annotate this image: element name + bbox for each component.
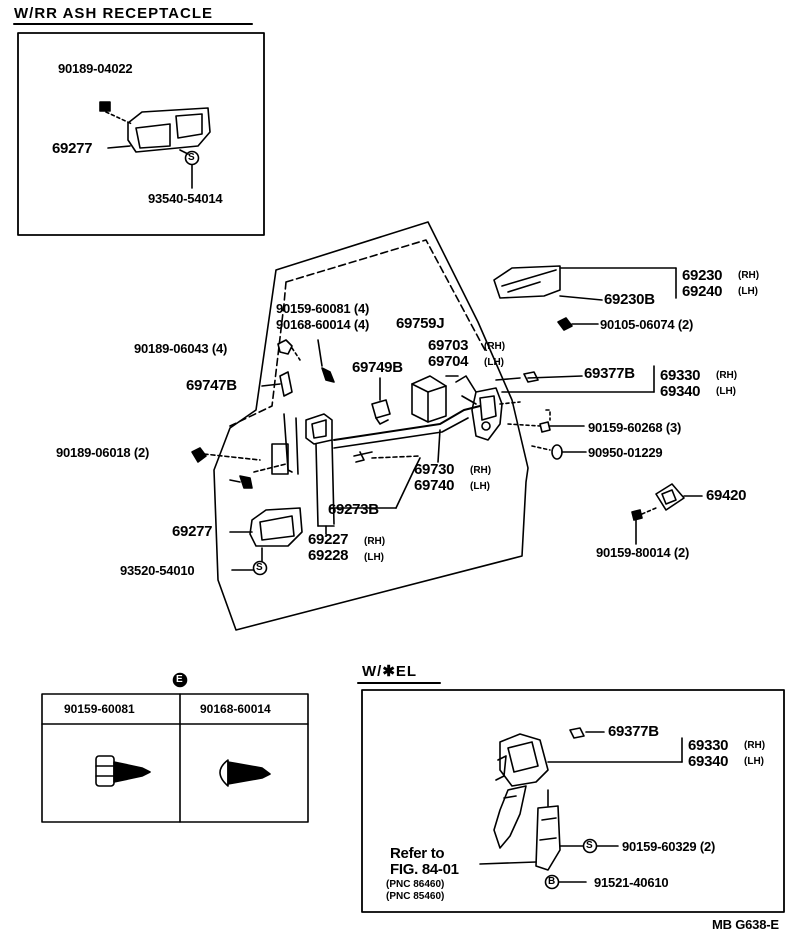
fastener-table: [41, 693, 309, 823]
label-90159-80014: 90159-80014 (2): [596, 545, 690, 560]
label-69703-rh: (RH): [484, 341, 506, 352]
el-header: W/✱EL: [362, 663, 418, 680]
e-symbol-text: E: [176, 674, 183, 685]
label-69230-rh: (RH): [738, 270, 760, 281]
label-refer-to: Refer to: [390, 845, 445, 862]
label-69704: 69704: [428, 353, 469, 370]
inside-handle-part: [493, 265, 677, 301]
label-el-69340: 69340: [688, 753, 729, 770]
label-69227: 69227: [308, 531, 349, 548]
label-69740-lh: (LH): [470, 481, 490, 492]
label-90168-60014: 90168-60014 (4): [276, 317, 370, 332]
door-outline: [213, 221, 529, 631]
outside-handle-part: [229, 507, 303, 547]
table-col-90168-60014: 90168-60014: [200, 702, 271, 716]
label-90189-06018: 90189-06018 (2): [56, 445, 150, 460]
label-el-69377b: 69377B: [608, 723, 659, 740]
label-69228-lh: (LH): [364, 552, 384, 563]
label-69749b: 69749B: [352, 359, 403, 376]
label-69277-ash: 69277: [52, 140, 93, 157]
s-symbol-main: [252, 560, 268, 576]
label-90105-06074: 90105-06074 (2): [600, 317, 694, 332]
ash-receptacle-box: [17, 32, 265, 236]
label-93520-54010: 93520-54010: [120, 563, 195, 578]
label-90159-60081: 90159-60081 (4): [276, 301, 370, 316]
label-69240: 69240: [682, 283, 723, 300]
s-symbol-el-text: S: [586, 840, 593, 851]
diagram-code: MB G638-E: [712, 917, 779, 932]
s-symbol-ash-text: S: [188, 152, 195, 163]
label-69228: 69228: [308, 547, 349, 564]
label-69730-rh: (RH): [470, 465, 492, 476]
label-69340-lh: (LH): [716, 386, 736, 397]
label-90159-60268: 90159-60268 (3): [588, 420, 682, 435]
label-el-69330: 69330: [688, 737, 729, 754]
label-69420: 69420: [706, 487, 747, 504]
label-69277-main: 69277: [172, 523, 213, 540]
label-69703: 69703: [428, 337, 469, 354]
label-69340: 69340: [660, 383, 701, 400]
label-69330: 69330: [660, 367, 701, 384]
label-69730: 69730: [414, 461, 455, 478]
ash-receptacle-header: W/RR ASH RECEPTACLE: [14, 5, 213, 22]
label-69330-rh: (RH): [716, 370, 738, 381]
table-col-90159-60081: 90159-60081: [64, 702, 135, 716]
door-window-frame: [229, 239, 487, 427]
b-symbol-el-text: B: [548, 876, 556, 887]
label-69747b: 69747B: [186, 377, 237, 394]
s-symbol-main-text: S: [256, 562, 263, 573]
ash-receptacle-inset-part: [99, 101, 211, 155]
label-69704-lh: (LH): [484, 357, 504, 368]
el-inset-box: [361, 689, 785, 913]
label-69273b: 69273B: [328, 501, 379, 518]
label-91521-40610: 91521-40610: [594, 875, 669, 890]
label-pnc-86460: (PNC 86460): [386, 879, 445, 890]
label-69759j: 69759J: [396, 315, 445, 332]
label-90189-04022: 90189-04022: [58, 61, 133, 76]
label-69740: 69740: [414, 477, 455, 494]
label-fig-84-01: FIG. 84-01: [390, 861, 459, 878]
label-90950-01229: 90950-01229: [588, 445, 663, 460]
label-69377b: 69377B: [584, 365, 635, 382]
screw-with-clip-drawing: [95, 755, 151, 787]
label-69230: 69230: [682, 267, 723, 284]
label-69227-rh: (RH): [364, 536, 386, 547]
label-69230b: 69230B: [604, 291, 655, 308]
label-69240-lh: (LH): [738, 286, 758, 297]
label-90189-06043: 90189-06043 (4): [134, 341, 228, 356]
label-el-69340-lh: (LH): [744, 756, 764, 767]
label-pnc-85460: (PNC 85460): [386, 891, 445, 902]
el-lock-assembly: [479, 727, 683, 871]
label-el-69330-rh: (RH): [744, 740, 766, 751]
label-90159-60329: 90159-60329 (2): [622, 839, 716, 854]
label-93540-54014: 93540-54014: [148, 191, 223, 206]
screw-with-washer-drawing: [219, 759, 271, 787]
